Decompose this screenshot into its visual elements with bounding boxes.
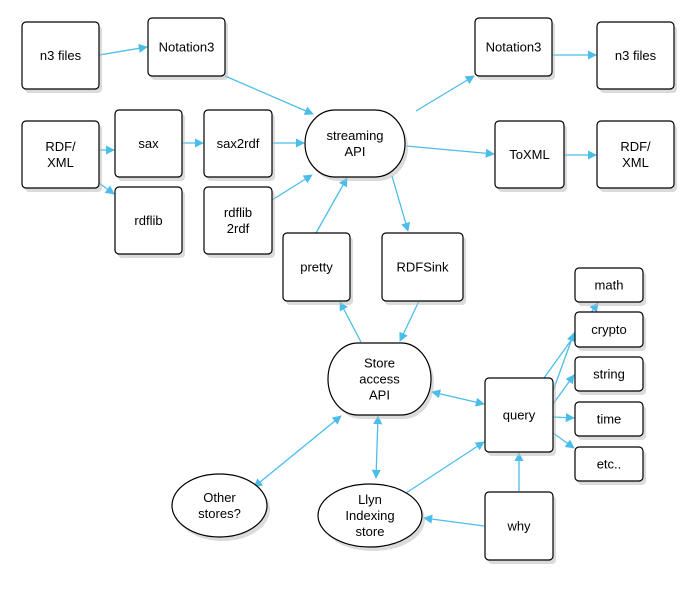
- edge-query-to-time: [552, 413, 575, 423]
- llyn-indexing-store-node-label: Indexing: [345, 508, 394, 523]
- rdflib2rdf-node-label: 2rdf: [227, 221, 250, 236]
- query-node: query: [484, 377, 556, 456]
- edge-rdfsink-to-store: [399, 300, 420, 342]
- streaming-api-node-label: API: [345, 144, 366, 159]
- pretty-node: pretty: [282, 232, 353, 305]
- sax2rdf-node: sax2rdf: [203, 109, 275, 181]
- edge-notation3-to-streaming: [224, 75, 314, 115]
- rdfxml-output-node-label: XML: [622, 155, 649, 170]
- notation3-serializer-node: Notation3: [474, 17, 555, 80]
- edge-store-query: [431, 389, 485, 407]
- store-access-api-node-label: access: [359, 372, 400, 387]
- edge-why-to-llyn: [423, 514, 485, 527]
- llyn-indexing-store-node-label: Llyn: [358, 492, 382, 507]
- store-access-api-node-label: Store: [364, 356, 395, 371]
- other-stores-node-label: Other: [203, 490, 236, 505]
- etc-node-label: etc..: [597, 457, 622, 472]
- crypto-node: crypto: [574, 311, 646, 351]
- edge-query-to-string: [552, 374, 575, 405]
- other-stores-node-label: stores?: [198, 506, 241, 521]
- n3-files-input-node-label: n3 files: [40, 48, 82, 63]
- rdfxml-input-node-label: XML: [47, 155, 74, 170]
- rdflib-node: rdflib: [114, 186, 185, 258]
- streaming-api-node-label: streaming: [326, 128, 383, 143]
- sax-node: sax: [114, 109, 185, 181]
- time-node-label: time: [597, 412, 622, 427]
- notation3-parser-node-label: Notation3: [159, 40, 215, 55]
- edge-n3files-to-notation3: [98, 43, 148, 56]
- edge-query-to-etc: [552, 432, 575, 449]
- store-access-api-node-label: API: [369, 388, 390, 403]
- pretty-node-label: pretty: [300, 260, 333, 275]
- edge-store-llyn: [371, 415, 383, 479]
- edge-llyn-to-query: [405, 441, 485, 494]
- edge-streaming-to-notation3: [415, 75, 475, 112]
- time-node: time: [574, 401, 646, 440]
- n3-files-output-node: n3 files: [596, 21, 677, 93]
- rdfxml-output-node-label: RDF/: [620, 139, 651, 154]
- math-node: math: [574, 267, 646, 306]
- notation3-serializer-node-label: Notation3: [486, 40, 542, 55]
- edge-rdflib2rdf-to-streaming: [271, 174, 313, 201]
- rdflib2rdf-node-label: rdflib: [224, 205, 252, 220]
- rdfsink-node-label: RDFSink: [396, 260, 449, 275]
- math-node-label: math: [595, 278, 624, 293]
- edge-streaming-to-toxml: [405, 145, 495, 158]
- string-node-label: string: [593, 367, 625, 382]
- toxml-node-label: ToXML: [509, 147, 549, 162]
- toxml-node: ToXML: [494, 120, 567, 192]
- edge-streaming-to-rdfsink: [391, 175, 411, 232]
- edge-pretty-to-streaming: [315, 177, 348, 234]
- edge-store-to-pretty: [339, 301, 362, 343]
- string-node: string: [574, 356, 646, 395]
- why-node-label: why: [506, 519, 531, 534]
- etc-node: etc..: [574, 446, 646, 485]
- n3-files-input-node: n3 files: [21, 21, 102, 93]
- query-node-label: query: [503, 408, 536, 423]
- edge-store-otherstores: [253, 415, 342, 488]
- rdfxml-output-node: RDF/XML: [596, 120, 677, 192]
- why-node: why: [484, 491, 556, 564]
- edge-query-to-crypto: [552, 332, 576, 392]
- crypto-node-label: crypto: [591, 322, 626, 337]
- sax2rdf-node-label: sax2rdf: [217, 136, 260, 151]
- llyn-indexing-store-node-label: store: [356, 524, 385, 539]
- rdfxml-input-node-label: RDF/: [45, 139, 76, 154]
- rdfxml-input-node: RDF/XML: [21, 120, 102, 192]
- notation3-parser-node: Notation3: [147, 17, 228, 80]
- rdflib-node-label: rdflib: [134, 213, 162, 228]
- n3-files-output-node-label: n3 files: [615, 48, 657, 63]
- sax-node-label: sax: [138, 136, 159, 151]
- rdfsink-node: RDFSink: [381, 232, 466, 305]
